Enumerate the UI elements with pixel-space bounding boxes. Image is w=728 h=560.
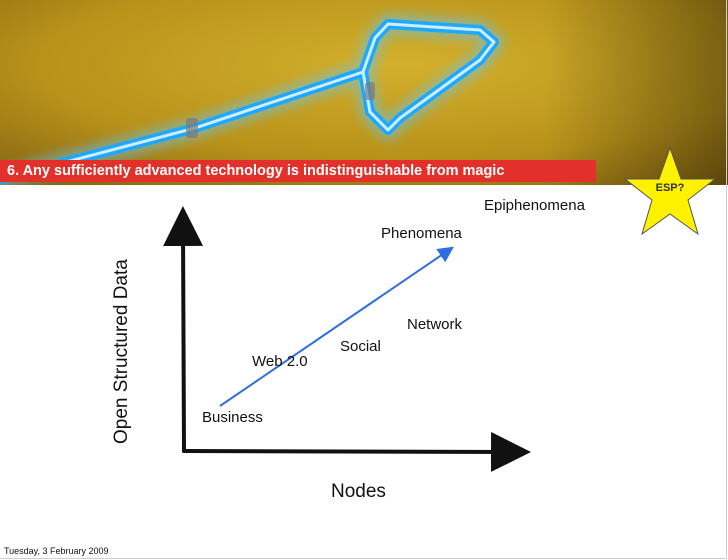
slide-border [0, 0, 727, 559]
slide: 6. Any sufficiently advanced technology … [0, 0, 728, 560]
